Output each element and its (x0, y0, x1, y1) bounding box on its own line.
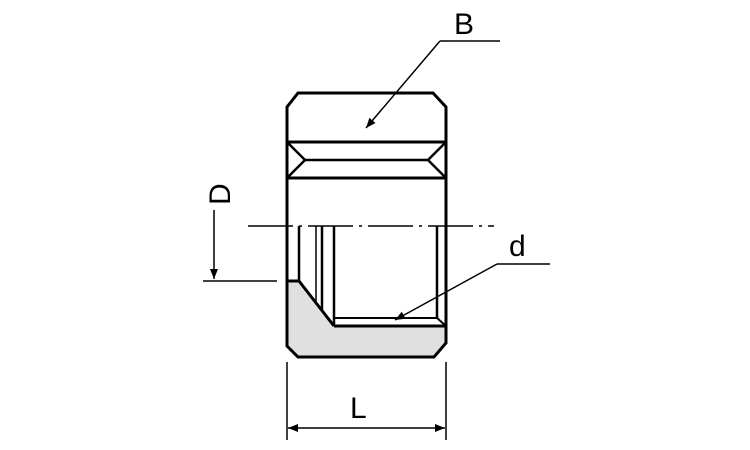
outer-diameter-dimension (203, 210, 277, 282)
b-leader (365, 40, 500, 129)
thread-bore-lines (287, 226, 447, 328)
nut-outline (285, 91, 448, 359)
label-d-large: D (204, 183, 237, 205)
section-cut-area (287, 281, 446, 357)
label-b: B (454, 8, 474, 41)
label-d-small: d (509, 230, 526, 263)
hex-chamfer-lines (286, 140, 447, 180)
length-dimension (286, 362, 447, 440)
label-l: L (350, 392, 367, 425)
d-leader (394, 263, 550, 321)
